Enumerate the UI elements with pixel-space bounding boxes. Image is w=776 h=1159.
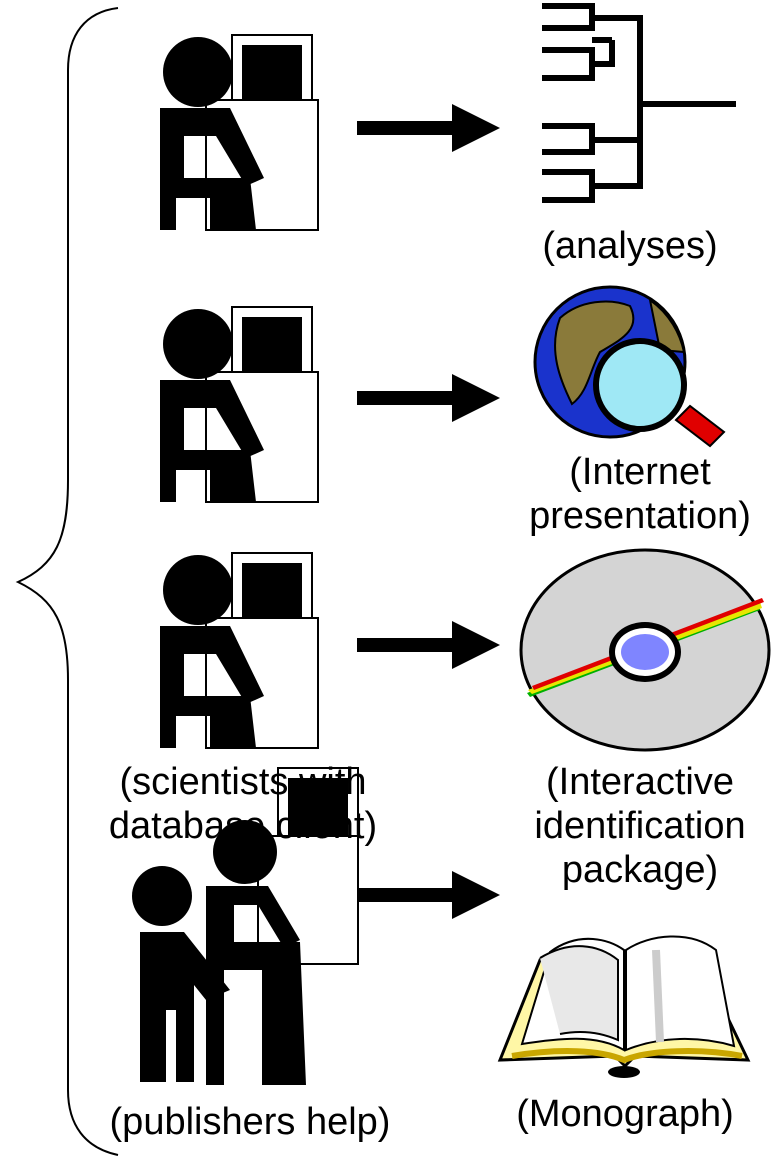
scientist-workstation-icon bbox=[159, 34, 319, 231]
internet-label-line: (Internet bbox=[569, 451, 711, 493]
grouping-brace bbox=[15, 7, 119, 1156]
interactive-label-line: (Interactive bbox=[546, 761, 734, 803]
phylogenetic-tree-icon bbox=[542, 3, 736, 203]
interactive-label-line: package) bbox=[561, 849, 719, 891]
internet-label-line: presentation) bbox=[529, 495, 751, 537]
publishers-label: (publishers help) bbox=[109, 1101, 391, 1143]
monograph-label: (Monograph) bbox=[516, 1093, 734, 1135]
scientists-label-line: database client) bbox=[108, 805, 378, 847]
arrow-to-internet bbox=[357, 374, 500, 422]
scientist-workstation-icon bbox=[159, 552, 319, 749]
interactive-label: (Interactive identification package) bbox=[505, 760, 775, 892]
interactive-label-line: identification bbox=[534, 805, 746, 847]
open-book-icon bbox=[497, 935, 751, 1078]
scientists-label-line: (scientists with bbox=[119, 761, 367, 803]
arrow-to-interactive bbox=[357, 621, 500, 669]
cd-rom-icon bbox=[519, 548, 771, 752]
arrow-to-monograph bbox=[357, 871, 500, 919]
globe-magnifier-icon bbox=[533, 285, 726, 448]
scientist-workstation-icon bbox=[159, 306, 319, 503]
scientists-label: (scientists with database client) bbox=[78, 760, 408, 848]
internet-label: (Internet presentation) bbox=[505, 450, 775, 538]
arrow-to-analyses bbox=[357, 104, 500, 152]
analyses-label: (analyses) bbox=[542, 225, 718, 267]
